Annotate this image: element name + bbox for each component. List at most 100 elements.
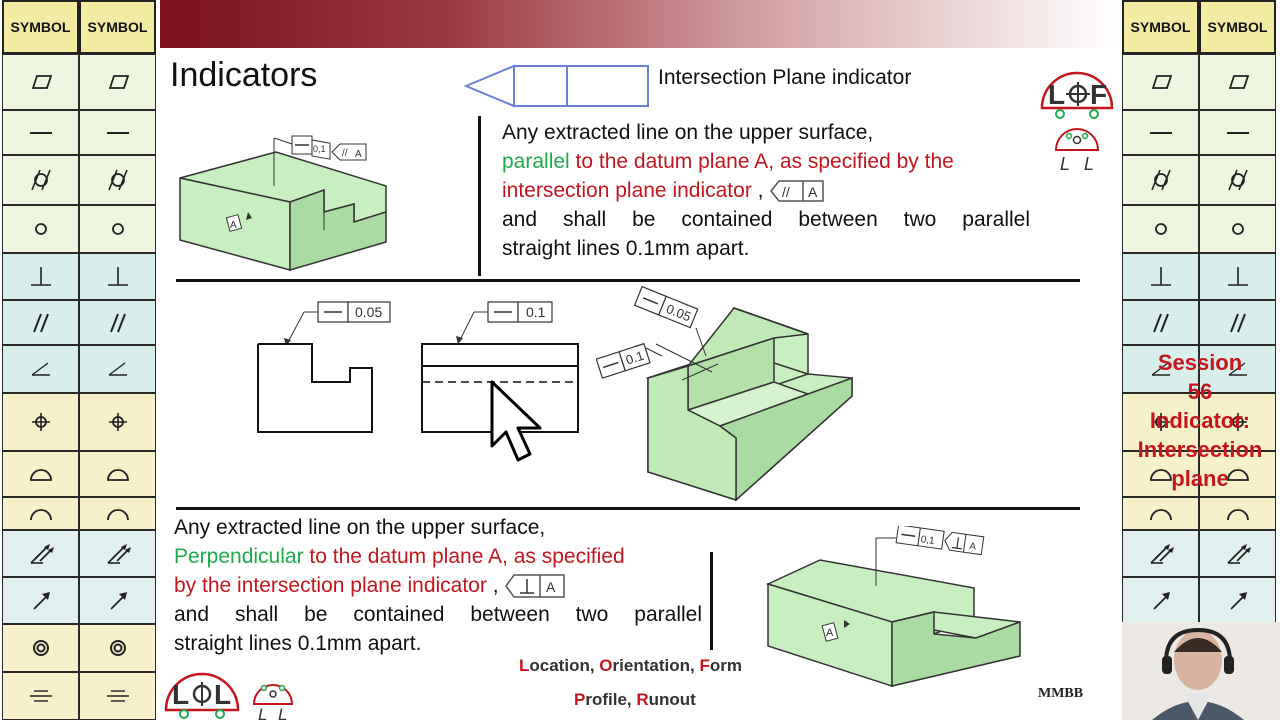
bottom-text-line5: straight lines 0.1mm apart. <box>174 632 422 655</box>
position-icon <box>1228 413 1247 431</box>
bottom-text-red2: by the intersection plane indicator <box>174 574 487 597</box>
flatness-icon <box>31 75 52 89</box>
profile-line-icon <box>106 508 129 520</box>
symbol-cell-profile-line <box>2 497 79 530</box>
top-fcf-tol: 0,1 <box>313 144 326 154</box>
symbol-cell-concentricity <box>79 624 156 672</box>
bottom-indicator-datum: A <box>546 579 556 595</box>
parallelism-icon <box>1152 313 1169 332</box>
total-runout-icon <box>1226 543 1251 564</box>
bottom-divider-vertical <box>710 552 713 650</box>
total-runout-icon <box>1149 543 1174 564</box>
datum-a-label: A <box>230 220 237 231</box>
symbol-cell-profile-surface <box>79 451 156 497</box>
symbol-cell-straightness <box>1199 110 1276 155</box>
symbol-header-label: SYMBOL <box>1130 19 1191 35</box>
straightness-icon <box>1226 131 1249 134</box>
top-text-green: parallel <box>502 150 570 173</box>
symbol-header-label: SYMBOL <box>1207 19 1268 35</box>
symbol-cell-angularity <box>2 345 79 393</box>
footer-runout: unout <box>648 690 696 709</box>
symbol-cell-profile-surface <box>1199 451 1276 497</box>
symbol-cell-circular-runout <box>1199 577 1276 624</box>
angularity-icon <box>1151 362 1170 376</box>
symbol-cell-cylindricity <box>1122 155 1199 205</box>
symbol-cell-angularity <box>1199 345 1276 393</box>
svg-text:F: F <box>1090 79 1107 110</box>
total-runout-icon <box>29 543 54 564</box>
footer-o: O <box>599 656 613 675</box>
total-runout-icon <box>106 543 131 564</box>
cylindricity-icon <box>1150 169 1171 191</box>
svg-text:L: L <box>258 705 267 720</box>
symbol-cell-circular-runout <box>1122 577 1199 624</box>
session-title: Session 56 Indicator: Intersection plane <box>1120 348 1280 493</box>
part-drawing-top: 0,1 // A A <box>179 135 387 271</box>
symbol-cell-position <box>79 393 156 451</box>
straightness-icon <box>106 131 129 134</box>
symbol-cell-angularity <box>79 345 156 393</box>
parallel-indicator-icon: // A <box>770 180 825 203</box>
parallelism-icon <box>109 313 126 332</box>
symbol-cell-perpendicularity <box>79 253 156 300</box>
flatness-icon <box>1228 75 1249 89</box>
symbol-cell-total-runout <box>79 530 156 577</box>
svg-text:L: L <box>278 705 287 720</box>
symbol-cell-cylindricity <box>2 155 79 205</box>
symbol-column-2: SYMBOL <box>79 0 156 720</box>
part-drawing-bottom: 0,1 A A <box>765 526 1021 688</box>
iso-left-tol: 0.1 <box>624 348 646 368</box>
symbol-cell-perpendicularity <box>1199 253 1276 300</box>
position-icon <box>31 413 50 431</box>
mouse-cursor-icon <box>490 380 542 462</box>
divider-2 <box>176 507 1080 510</box>
cylindricity-icon <box>30 169 51 191</box>
svg-text:L: L <box>214 679 231 710</box>
symbol-cell-circularity <box>1199 205 1276 253</box>
symbol-cell-circular-runout <box>79 577 156 624</box>
top-text-line5: straight lines 0.1mm apart. <box>502 237 750 260</box>
profile-surface-icon <box>106 469 129 481</box>
perpendicularity-icon <box>1150 266 1171 286</box>
symbol-header: SYMBOL <box>1199 0 1276 54</box>
svg-text:L: L <box>1048 79 1065 110</box>
symbol-cell-position <box>1199 393 1276 451</box>
bottom-fcf-tol: 0,1 <box>920 534 936 547</box>
symbol-cell-straightness <box>2 110 79 155</box>
symbol-cell-profile-surface <box>2 451 79 497</box>
footer-r: R <box>636 690 649 709</box>
top-text-line4: and shall be contained between two paral… <box>502 208 1030 231</box>
top-text-red1: to the datum plane A, as specified by th… <box>569 150 954 173</box>
bottom-text-line4: and shall be contained between two paral… <box>174 603 702 626</box>
symbol-cell-flatness <box>1122 54 1199 110</box>
bottom-text-green: Perpendicular <box>174 545 304 568</box>
symbol-cell-position <box>1122 393 1199 451</box>
symbol-cell-parallelism <box>79 300 156 345</box>
circularity-icon <box>1231 223 1244 235</box>
session-line2: 56 <box>1187 379 1213 404</box>
symbol-cell-perpendicularity <box>2 253 79 300</box>
symbol-cell-profile-line <box>79 497 156 530</box>
footer-l: L <box>519 656 530 675</box>
session-line5: plane <box>1171 466 1229 491</box>
bottom-datum-a-label: A <box>826 627 834 639</box>
profile-surface-icon <box>1149 469 1172 481</box>
circularity-icon <box>34 223 47 235</box>
circular-runout-icon <box>1152 591 1170 610</box>
top-fcf-datum: A <box>355 149 362 160</box>
session-line1: Session <box>1157 350 1243 375</box>
symbol-cell-perpendicularity <box>1122 253 1199 300</box>
symbol-cell-total-runout <box>2 530 79 577</box>
divider-1 <box>176 279 1080 282</box>
symbol-cell-parallelism <box>1199 300 1276 345</box>
symbol-cell-circularity <box>1122 205 1199 253</box>
symbol-cell-circular-runout <box>2 577 79 624</box>
profile-surface-icon <box>29 469 52 481</box>
symbol-cell-parallelism <box>1122 300 1199 345</box>
flatness-icon <box>1151 75 1172 89</box>
position-icon <box>1151 413 1170 431</box>
svg-text:L: L <box>1060 154 1070 174</box>
indicator-label: Intersection Plane indicator <box>658 66 912 89</box>
angularity-icon <box>31 362 50 376</box>
svg-text://: // <box>782 184 790 200</box>
